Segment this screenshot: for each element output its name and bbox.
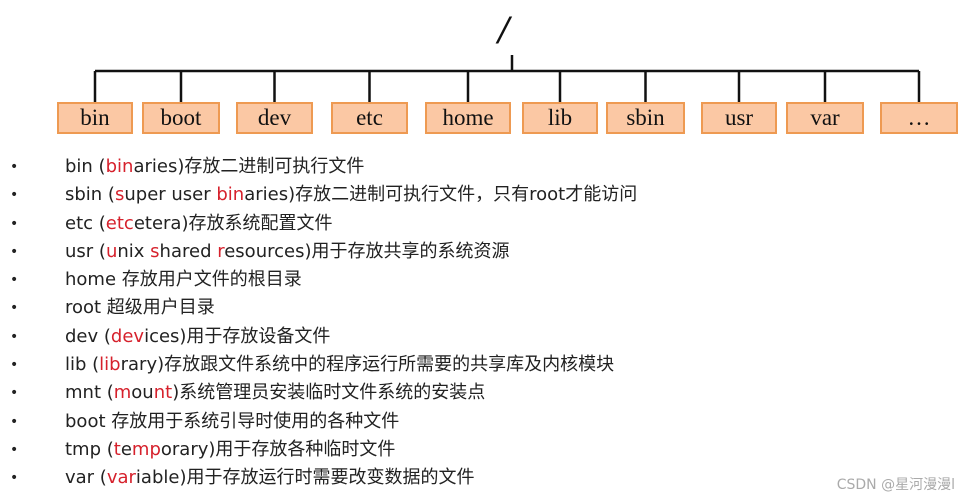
bullet-icon: • bbox=[10, 413, 19, 430]
text-segment: e bbox=[120, 438, 132, 460]
text-segment: orary)用于存放各种临时文件 bbox=[160, 438, 396, 460]
item-text: boot 存放用于系统引导时使用的各种文件 bbox=[65, 408, 399, 436]
text-segment: nix bbox=[117, 240, 151, 262]
highlighted-segment: mp bbox=[131, 438, 161, 460]
text-segment: boot 存放用于系统引导时使用的各种文件 bbox=[65, 410, 400, 432]
dir-box-sbin: sbin bbox=[606, 102, 685, 134]
text-segment: tmp ( bbox=[65, 438, 114, 460]
highlighted-segment: lib bbox=[99, 354, 121, 376]
item-text: lib (library)存放跟文件系统中的程序运行所需要的共享库及内核模块 bbox=[65, 351, 614, 379]
text-segment: uper user bbox=[124, 184, 217, 206]
text-segment: ices)用于存放设备文件 bbox=[144, 325, 331, 347]
text-segment: )系统管理员安装临时文件系统的安装点 bbox=[172, 382, 486, 404]
dir-box-boot: boot bbox=[142, 102, 220, 134]
text-segment: rary)存放跟文件系统中的程序运行所需要的共享库及内核模块 bbox=[120, 354, 615, 376]
bullet-icon: • bbox=[10, 187, 19, 204]
highlighted-segment: t bbox=[113, 438, 121, 460]
text-segment: esources)用于存放共享的系统资源 bbox=[224, 240, 510, 262]
item-text: usr (unix shared resources)用于存放共享的系统资源 bbox=[65, 238, 509, 266]
text-segment: hared bbox=[159, 240, 218, 262]
text-segment: iable)用于存放运行时需要改变数据的文件 bbox=[135, 467, 475, 489]
dir-box-dev: dev bbox=[236, 102, 313, 134]
text-segment: etc ( bbox=[65, 212, 106, 234]
bullet-icon: • bbox=[10, 215, 19, 232]
text-segment: usr ( bbox=[65, 240, 106, 262]
highlighted-segment: s bbox=[150, 240, 160, 262]
highlighted-segment: u bbox=[105, 240, 118, 262]
text-segment: mnt ( bbox=[65, 382, 114, 404]
bullet-icon: • bbox=[10, 357, 19, 374]
highlighted-segment: var bbox=[106, 467, 136, 489]
item-text: bin (binaries)存放二进制可执行文件 bbox=[65, 153, 364, 181]
text-segment: var ( bbox=[65, 467, 107, 489]
highlighted-segment: dev bbox=[110, 325, 145, 347]
bullet-icon: • bbox=[10, 300, 19, 317]
bullet-icon: • bbox=[10, 159, 19, 175]
highlighted-segment: bin bbox=[216, 184, 245, 206]
dir-box-home: home bbox=[425, 102, 511, 134]
text-segment: dev ( bbox=[65, 325, 111, 347]
highlighted-segment: etc bbox=[105, 212, 134, 234]
text-segment: bin ( bbox=[65, 156, 106, 177]
watermark: CSDN @星河漫漫l bbox=[836, 477, 955, 493]
text-segment: ou bbox=[131, 382, 154, 404]
text-segment: root 超级用户目录 bbox=[65, 297, 215, 319]
item-text: sbin (super user binaries)存放二进制可执行文件，只有r… bbox=[65, 181, 637, 209]
item-text: root 超级用户目录 bbox=[65, 294, 215, 322]
text-segment: sbin ( bbox=[65, 184, 115, 206]
dir-box-usr: usr bbox=[701, 102, 777, 134]
bullet-icon: • bbox=[10, 272, 19, 289]
highlighted-segment: bin bbox=[105, 156, 134, 177]
dir-box-bin: bin bbox=[57, 102, 133, 134]
highlighted-segment: m bbox=[113, 382, 132, 404]
highlighted-segment: s bbox=[114, 184, 125, 206]
highlighted-segment: r bbox=[217, 240, 225, 262]
tree-connectors bbox=[93, 55, 921, 102]
item-text: mnt (mount)系统管理员安装临时文件系统的安装点 bbox=[65, 379, 485, 407]
text-segment: etera)存放系统配置文件 bbox=[133, 212, 333, 234]
dir-box-etc: etc bbox=[331, 102, 408, 134]
bullet-icon: • bbox=[10, 385, 19, 402]
text-segment: aries)存放二进制可执行文件 bbox=[133, 156, 365, 177]
bullet-icon: • bbox=[10, 328, 19, 345]
bullet-icon: • bbox=[10, 243, 19, 260]
text-segment: home 存放用户文件的根目录 bbox=[65, 269, 302, 291]
text-segment: lib ( bbox=[65, 354, 100, 376]
highlighted-segment: nt bbox=[153, 382, 173, 404]
dir-box-more: … bbox=[880, 102, 958, 134]
item-text: var (variable)用于存放运行时需要改变数据的文件 bbox=[65, 464, 474, 492]
item-text: tmp (temporary)用于存放各种临时文件 bbox=[65, 436, 395, 464]
dir-box-lib: lib bbox=[522, 102, 598, 134]
item-text: home 存放用户文件的根目录 bbox=[65, 266, 302, 294]
root-directory-label: / bbox=[498, 7, 510, 52]
text-segment: aries)存放二进制可执行文件，只有root才能访问 bbox=[244, 184, 638, 206]
bullet-icon: • bbox=[10, 470, 19, 487]
dir-box-var: var bbox=[786, 102, 864, 134]
item-text: etc (etcetera)存放系统配置文件 bbox=[65, 210, 332, 238]
bullet-icon: • bbox=[10, 441, 19, 458]
item-text: dev (devices)用于存放设备文件 bbox=[65, 323, 330, 351]
